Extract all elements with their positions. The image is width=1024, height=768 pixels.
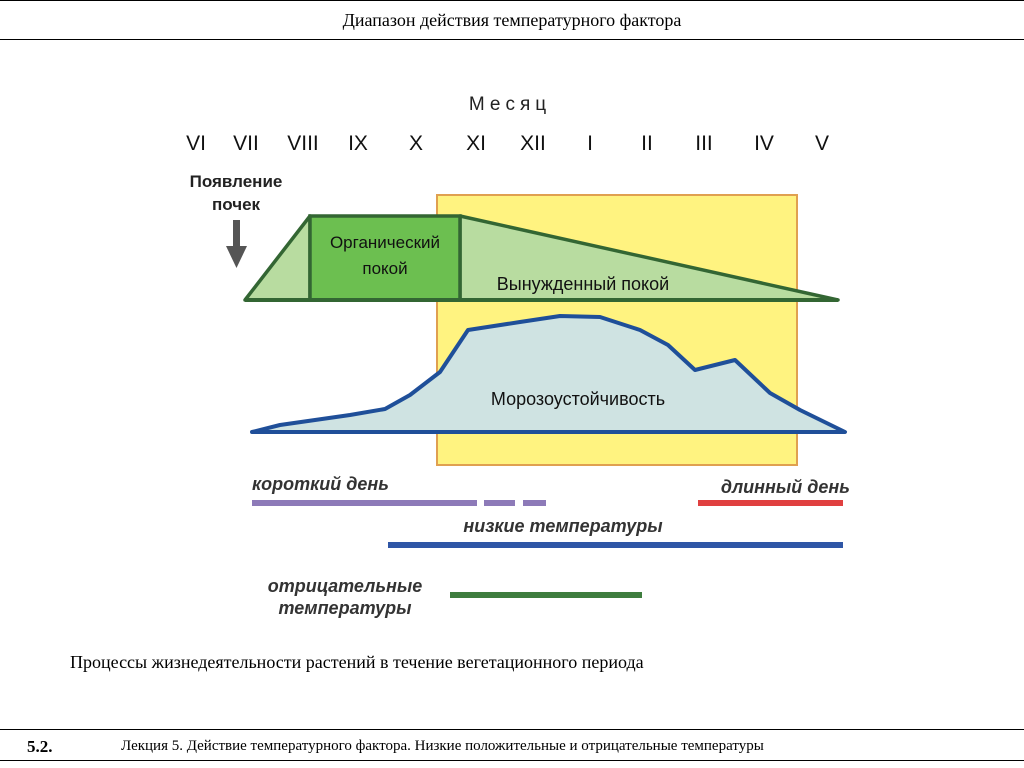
- month-label: I: [587, 132, 593, 155]
- month-label: VIII: [287, 132, 319, 155]
- month-label: II: [641, 132, 653, 155]
- bud-emergence-region: [243, 214, 312, 302]
- slide-title: Диапазон действия температурного фактора: [342, 10, 682, 30]
- month-label: VII: [233, 132, 259, 155]
- lecture-title: Лекция 5. Действие температурного фактор…: [121, 738, 764, 754]
- bud-label-line1: Появление: [190, 172, 283, 191]
- slide-header: Диапазон действия температурного фактора: [0, 0, 1024, 40]
- long-day-label: длинный день: [721, 477, 850, 497]
- negative-temps-label-line1: отрицательные: [268, 576, 423, 596]
- frost-resistance-label: Морозоустойчивость: [491, 389, 665, 409]
- negative-temps-label-line2: температуры: [278, 598, 412, 618]
- down-arrow-icon: [226, 220, 247, 268]
- month-label: IV: [754, 132, 774, 155]
- month-label: XII: [520, 132, 546, 155]
- axis-title: Месяц: [469, 94, 551, 115]
- month-label: V: [815, 132, 829, 155]
- low-temps-label: низкие температуры: [463, 516, 663, 536]
- organic-rest-region: [308, 214, 462, 302]
- month-label: VI: [186, 132, 206, 155]
- slide-footer: 5.2. Лекция 5. Действие температурного ф…: [0, 729, 1024, 761]
- month-label: X: [409, 132, 423, 155]
- short-day-label: короткий день: [252, 474, 389, 494]
- forced-rest-label: Вынужденный покой: [497, 274, 669, 294]
- bud-label-line2: почек: [212, 195, 261, 214]
- figure-caption: Процессы жизнедеятельности растений в те…: [70, 652, 644, 672]
- month-labels: VI VII VIII IX X XI XII I II III IV V: [186, 132, 829, 155]
- slide-number: 5.2.: [27, 737, 53, 756]
- month-label: XI: [466, 132, 486, 155]
- month-label: IX: [348, 132, 368, 155]
- organic-rest-label-line1: Органический: [330, 233, 440, 252]
- organic-rest-label-line2: покой: [362, 259, 407, 278]
- frost-resistance-curve: [250, 314, 847, 434]
- month-label: III: [695, 132, 713, 155]
